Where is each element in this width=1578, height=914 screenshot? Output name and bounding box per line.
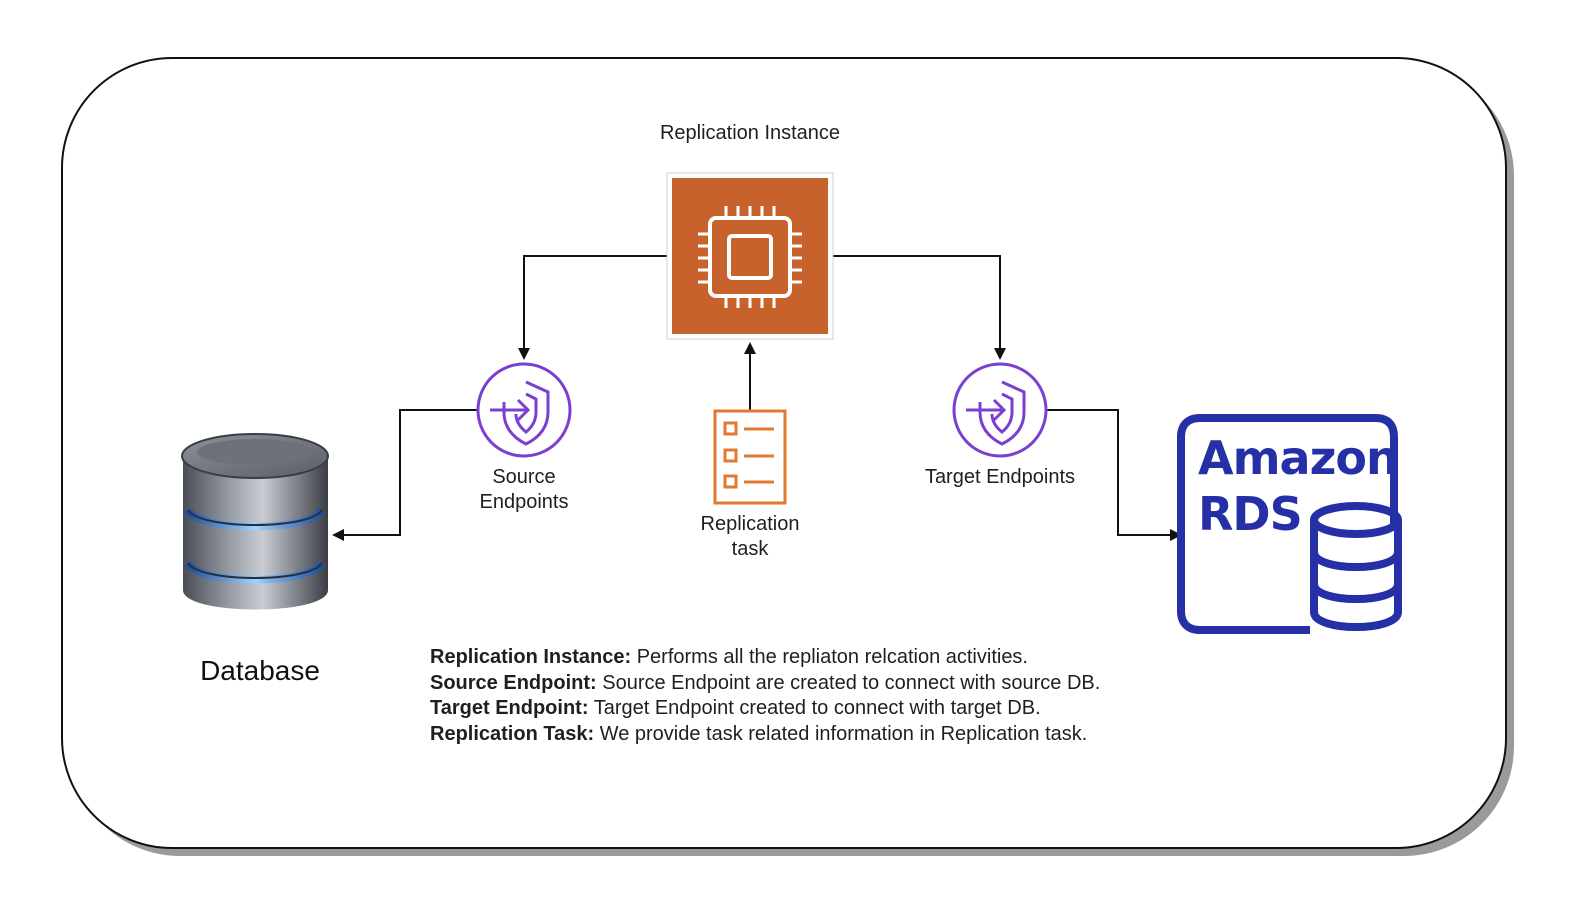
replication-task-label: Replication task xyxy=(670,512,830,562)
connector-instance-to-source xyxy=(518,255,668,360)
source-endpoints-label-line1: Source xyxy=(492,466,556,488)
source-endpoint-icon xyxy=(476,362,572,458)
amazon-rds-wordmark: Amazon RDS xyxy=(1198,430,1399,542)
source-endpoints-label-line2: Endpoints xyxy=(479,491,569,513)
connector-source-to-database xyxy=(332,409,478,541)
target-endpoints-label: Target Endpoints xyxy=(924,466,1076,488)
connector-target-to-rds xyxy=(1046,409,1182,541)
legend-notes: Replication Instance: Performs all the r… xyxy=(430,645,1230,747)
note-term: Replication Instance: xyxy=(430,646,632,668)
note-term: Target Endpoint: xyxy=(430,697,589,719)
note-text: We provide task related information in R… xyxy=(594,722,1088,745)
replication-task-label-line2: task xyxy=(731,538,769,560)
note-row: Target Endpoint: Target Endpoint created… xyxy=(430,696,1230,722)
amazon-rds-logo xyxy=(1177,414,1402,634)
note-row: Source Endpoint: Source Endpoint are cre… xyxy=(430,671,1230,697)
note-text: Target Endpoint created to connect with … xyxy=(588,697,1041,719)
amazon-rds-line1: Amazon xyxy=(1198,431,1399,485)
note-row: Replication Instance: Performs all the r… xyxy=(430,645,1230,671)
replication-task-label-line1: Replication xyxy=(700,513,800,535)
target-endpoint-icon xyxy=(952,362,1048,458)
database-label: Database xyxy=(200,655,320,686)
note-row: Replication Task: We provide task relate… xyxy=(430,722,1230,748)
note-text: Performs all the repliaton relcation act… xyxy=(631,646,1028,668)
replication-task-icon xyxy=(713,409,787,505)
source-endpoints-label: Source Endpoints xyxy=(444,465,604,515)
note-text: Source Endpoint are created to connect w… xyxy=(596,671,1101,694)
database-icon xyxy=(181,433,329,610)
replication-instance-label: Replication Instance xyxy=(659,122,841,144)
note-term: Replication Task: xyxy=(430,722,595,745)
amazon-rds-line2: RDS xyxy=(1198,487,1303,541)
connector-instance-to-target xyxy=(832,255,1006,360)
note-term: Source Endpoint: xyxy=(430,671,597,694)
replication-instance-icon xyxy=(666,172,834,340)
